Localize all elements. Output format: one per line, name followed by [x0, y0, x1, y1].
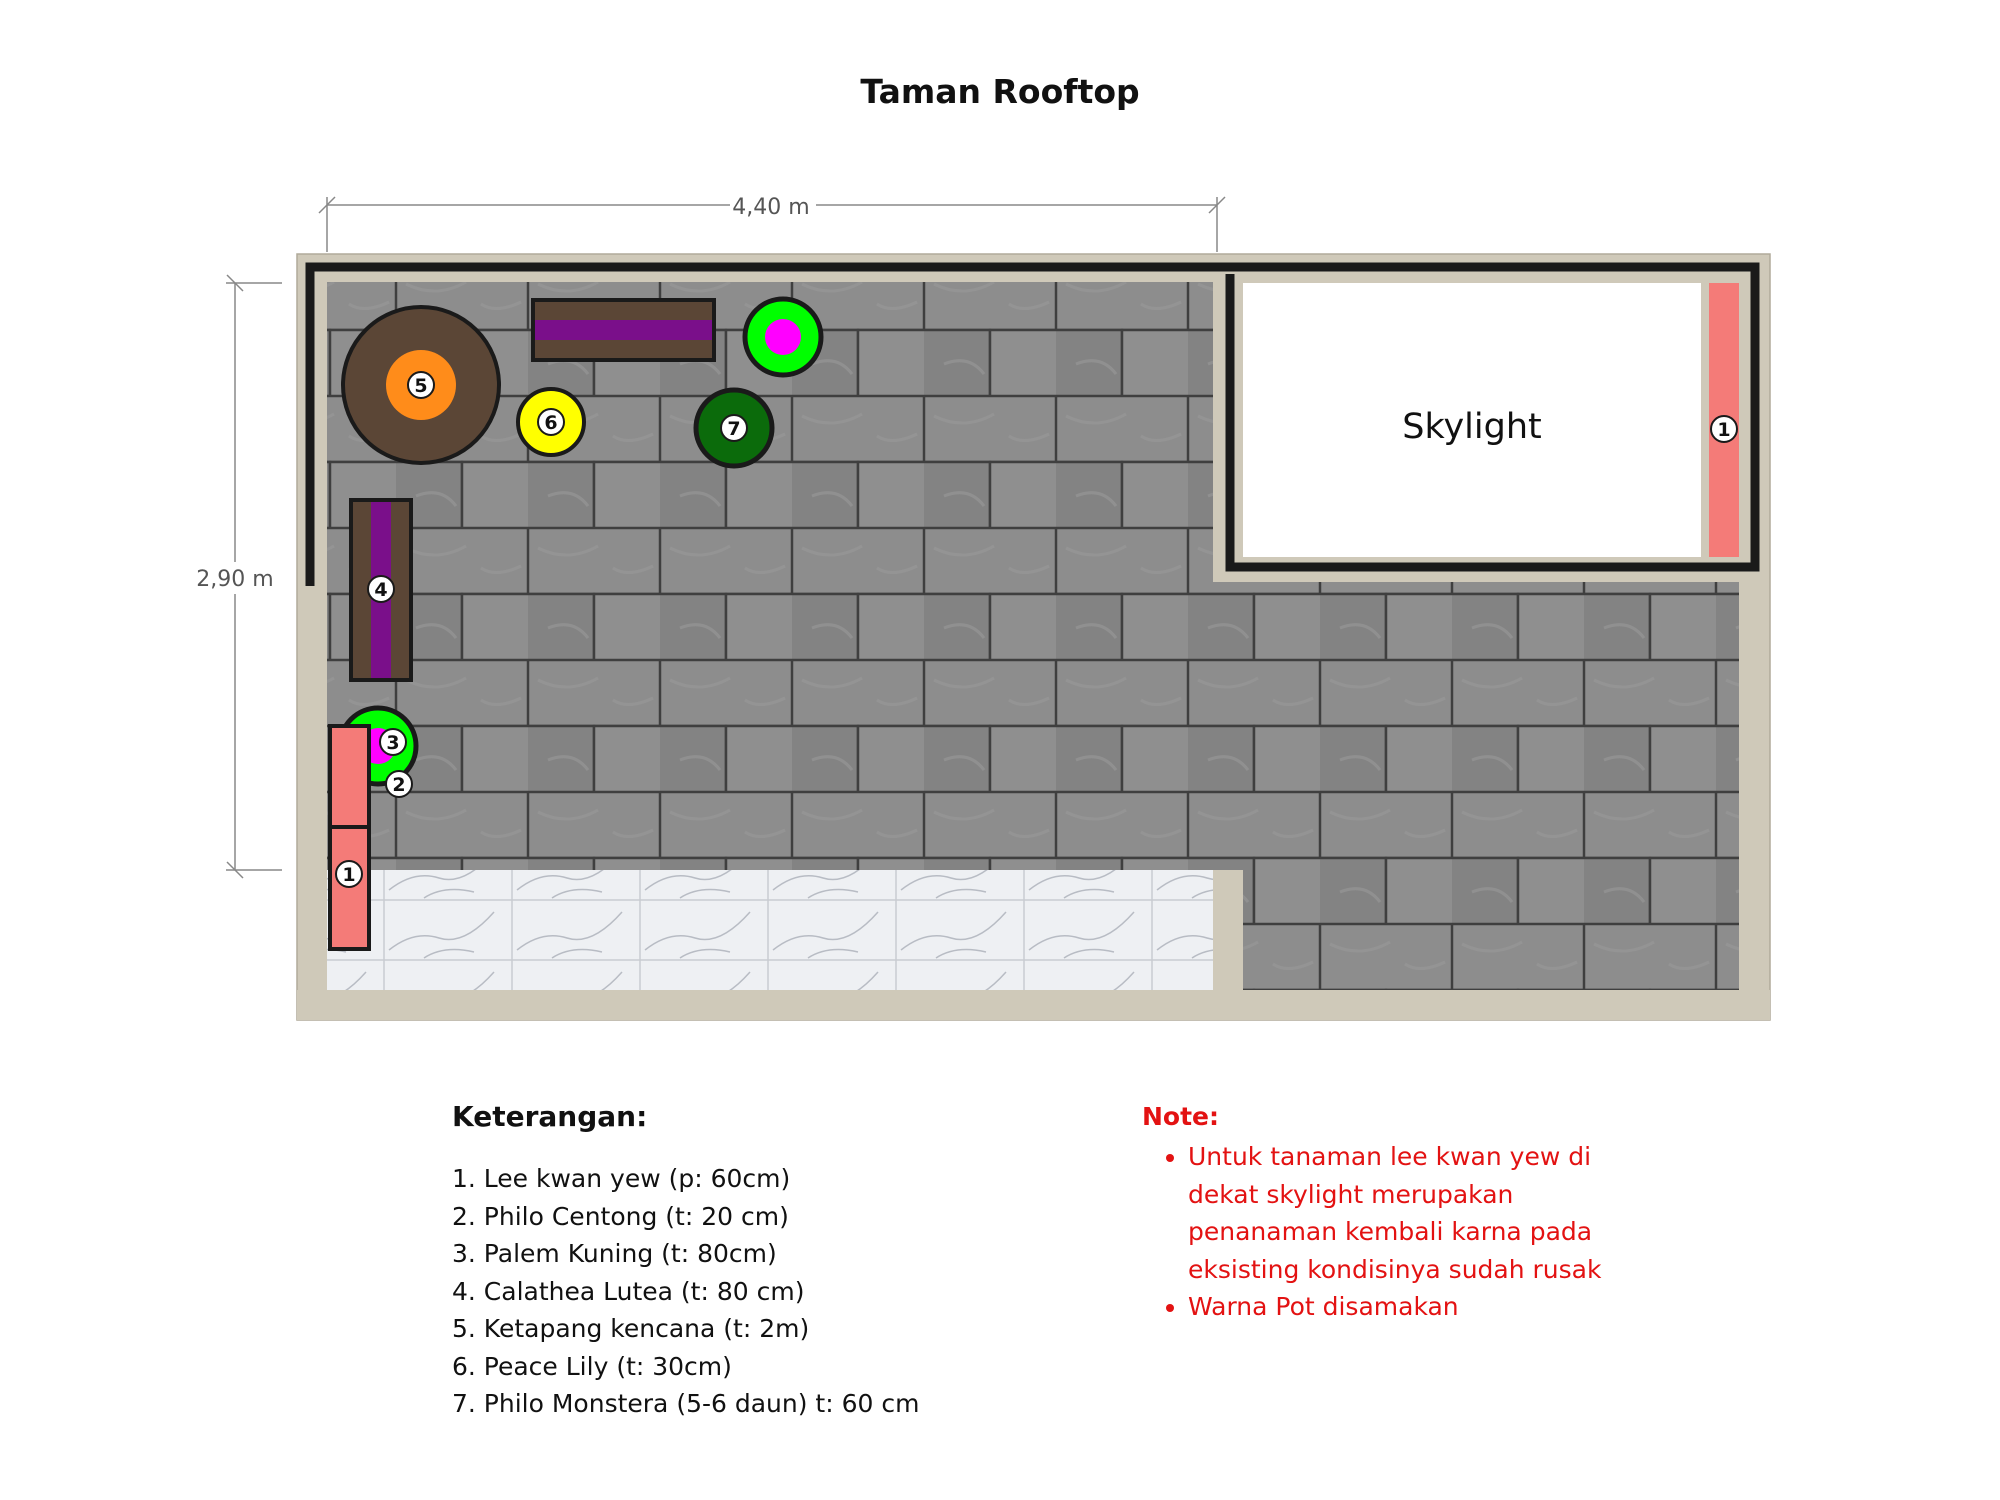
- marker-7: 7: [720, 414, 748, 442]
- marker-4: 4: [367, 575, 395, 603]
- note-item: Warna Pot disamakan: [1188, 1288, 1668, 1326]
- legend-item: 6. Peace Lily (t: 30cm): [452, 1351, 732, 1381]
- legend-item: 4. Calathea Lutea (t: 80 cm): [452, 1276, 805, 1306]
- marker-6: 6: [537, 408, 565, 436]
- svg-text:7: 7: [727, 418, 740, 440]
- width-label-bg: [730, 190, 816, 220]
- skylight-label: Skylight: [1402, 407, 1542, 447]
- marble-side-wall: [1213, 870, 1243, 990]
- svg-text:4: 4: [374, 579, 387, 601]
- note-title: Note:: [1142, 1102, 1220, 1131]
- marker-5: 5: [407, 371, 435, 399]
- legend-list: 1. Lee kwan yew (p: 60cm) 2. Philo Cento…: [452, 1160, 919, 1423]
- legend-item: 1. Lee kwan yew (p: 60cm): [452, 1164, 791, 1193]
- marker-3: 3: [379, 728, 407, 756]
- svg-text:1: 1: [342, 864, 355, 886]
- legend-item: 7. Philo Monstera (5-6 daun) t: 60 cm: [452, 1389, 920, 1418]
- note-item: Untuk tanaman lee kwan yew di dekat skyl…: [1188, 1138, 1668, 1288]
- svg-text:3: 3: [386, 732, 399, 754]
- width-label: 4,40 m: [732, 195, 809, 220]
- legend-item: 5. Ketapang kencana (t: 2m): [452, 1314, 810, 1343]
- marker-2: 2: [385, 770, 413, 798]
- legend-item: 2. Philo Centong (t: 20 cm): [452, 1201, 789, 1231]
- bottom-wall: [297, 990, 1770, 1020]
- planter-lee-kwan-yew-left-bottom: [328, 825, 371, 951]
- svg-text:2: 2: [392, 774, 405, 796]
- railing: [305, 262, 1760, 586]
- marker-1-skylight: 1: [1710, 415, 1738, 443]
- note-list: Untuk tanaman lee kwan yew di dekat skyl…: [1160, 1138, 1668, 1326]
- height-label-bg: [192, 562, 280, 594]
- planter-lee-kwan-yew-left-top: [328, 724, 371, 829]
- planter-calathea-top-plants: [535, 320, 712, 340]
- legend-title: Keterangan:: [452, 1100, 648, 1133]
- marble-floor: [327, 870, 1213, 990]
- page-title: Taman Rooftop: [860, 72, 1140, 111]
- svg-text:5: 5: [414, 375, 427, 397]
- skylight: [1243, 283, 1701, 557]
- height-label: 2,90 m: [196, 567, 273, 592]
- pot-palem-kuning-top-inner: [765, 319, 801, 355]
- svg-text:1: 1: [1717, 419, 1730, 441]
- svg-text:6: 6: [544, 412, 557, 434]
- marker-1-left: 1: [335, 860, 363, 888]
- legend-item: 3. Palem Kuning (t: 80cm): [452, 1239, 777, 1268]
